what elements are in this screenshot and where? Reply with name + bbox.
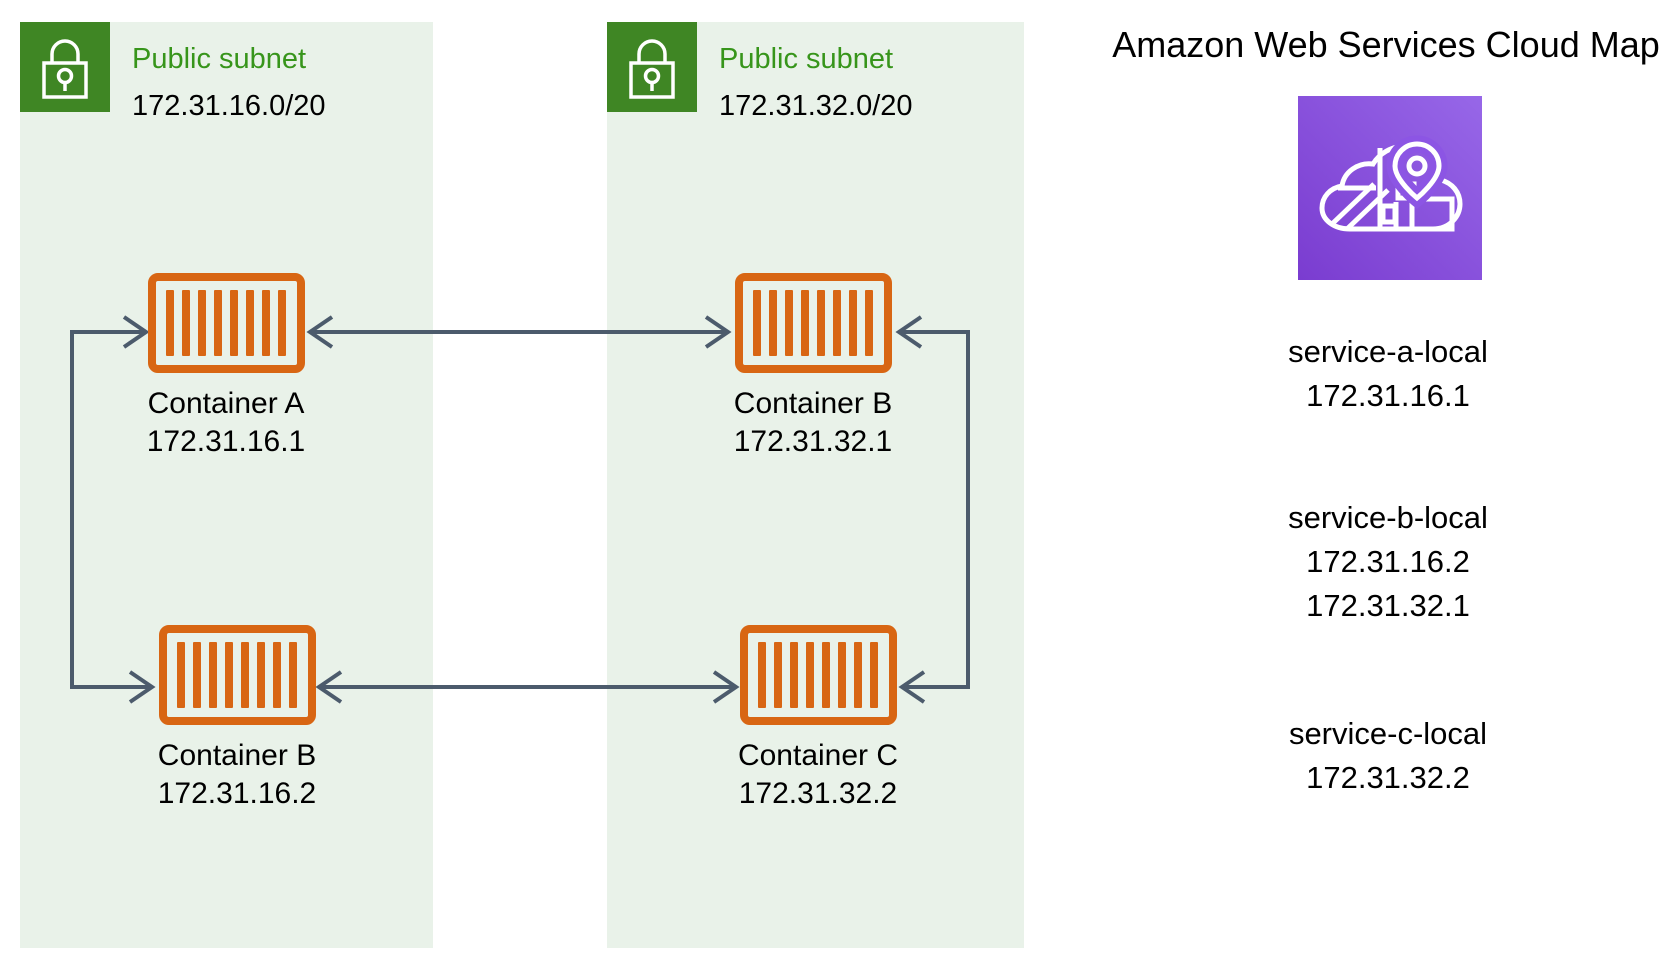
subnet-1-cidr: 172.31.16.0/20: [132, 90, 326, 122]
container-icon: [739, 625, 897, 725]
service-b-ip-1: 172.31.16.2: [1306, 544, 1470, 579]
container-a-name: Container A: [147, 387, 305, 420]
node-container-b-subnet1: Container B 172.31.16.2: [117, 625, 357, 813]
cloud-map-title: Amazon Web Services Cloud Map: [1112, 24, 1660, 65]
subnet-2-cidr: 172.31.32.0/20: [719, 90, 913, 122]
service-c-entry: service-c-local 172.31.32.2: [1178, 712, 1598, 800]
subnet-1-label: Public subnet: [132, 43, 307, 75]
service-a-name: service-a-local: [1288, 334, 1488, 369]
container-a-ip: 172.31.16.1: [146, 425, 306, 458]
service-a-ip: 172.31.16.1: [1306, 378, 1470, 413]
node-container-c: Container C 172.31.32.2: [698, 625, 938, 813]
container-c-name: Container C: [737, 739, 899, 772]
service-b-ip-2: 172.31.32.1: [1306, 588, 1470, 623]
aws-cloud-map-icon: [1298, 96, 1482, 280]
container-b1-name: Container B: [157, 739, 317, 772]
subnet-2-label: Public subnet: [719, 43, 894, 75]
container-icon: [734, 273, 892, 373]
container-c-ip: 172.31.32.2: [738, 777, 898, 810]
service-a-entry: service-a-local 172.31.16.1: [1178, 330, 1598, 418]
service-b-entry: service-b-local 172.31.16.2 172.31.32.1: [1178, 496, 1598, 628]
service-b-name: service-b-local: [1288, 500, 1488, 535]
public-subnet-lock-icon: [607, 22, 697, 112]
node-container-b-subnet2: Container B 172.31.32.1: [693, 273, 933, 461]
service-c-ip: 172.31.32.2: [1306, 760, 1470, 795]
node-container-a: Container A 172.31.16.1: [106, 273, 346, 461]
container-b2-name: Container B: [733, 387, 893, 420]
public-subnet-lock-icon: [20, 22, 110, 112]
container-icon: [158, 625, 316, 725]
container-icon: [147, 273, 305, 373]
service-c-name: service-c-local: [1288, 716, 1488, 751]
container-b2-ip: 172.31.32.1: [733, 425, 893, 458]
container-b1-ip: 172.31.16.2: [157, 777, 317, 810]
